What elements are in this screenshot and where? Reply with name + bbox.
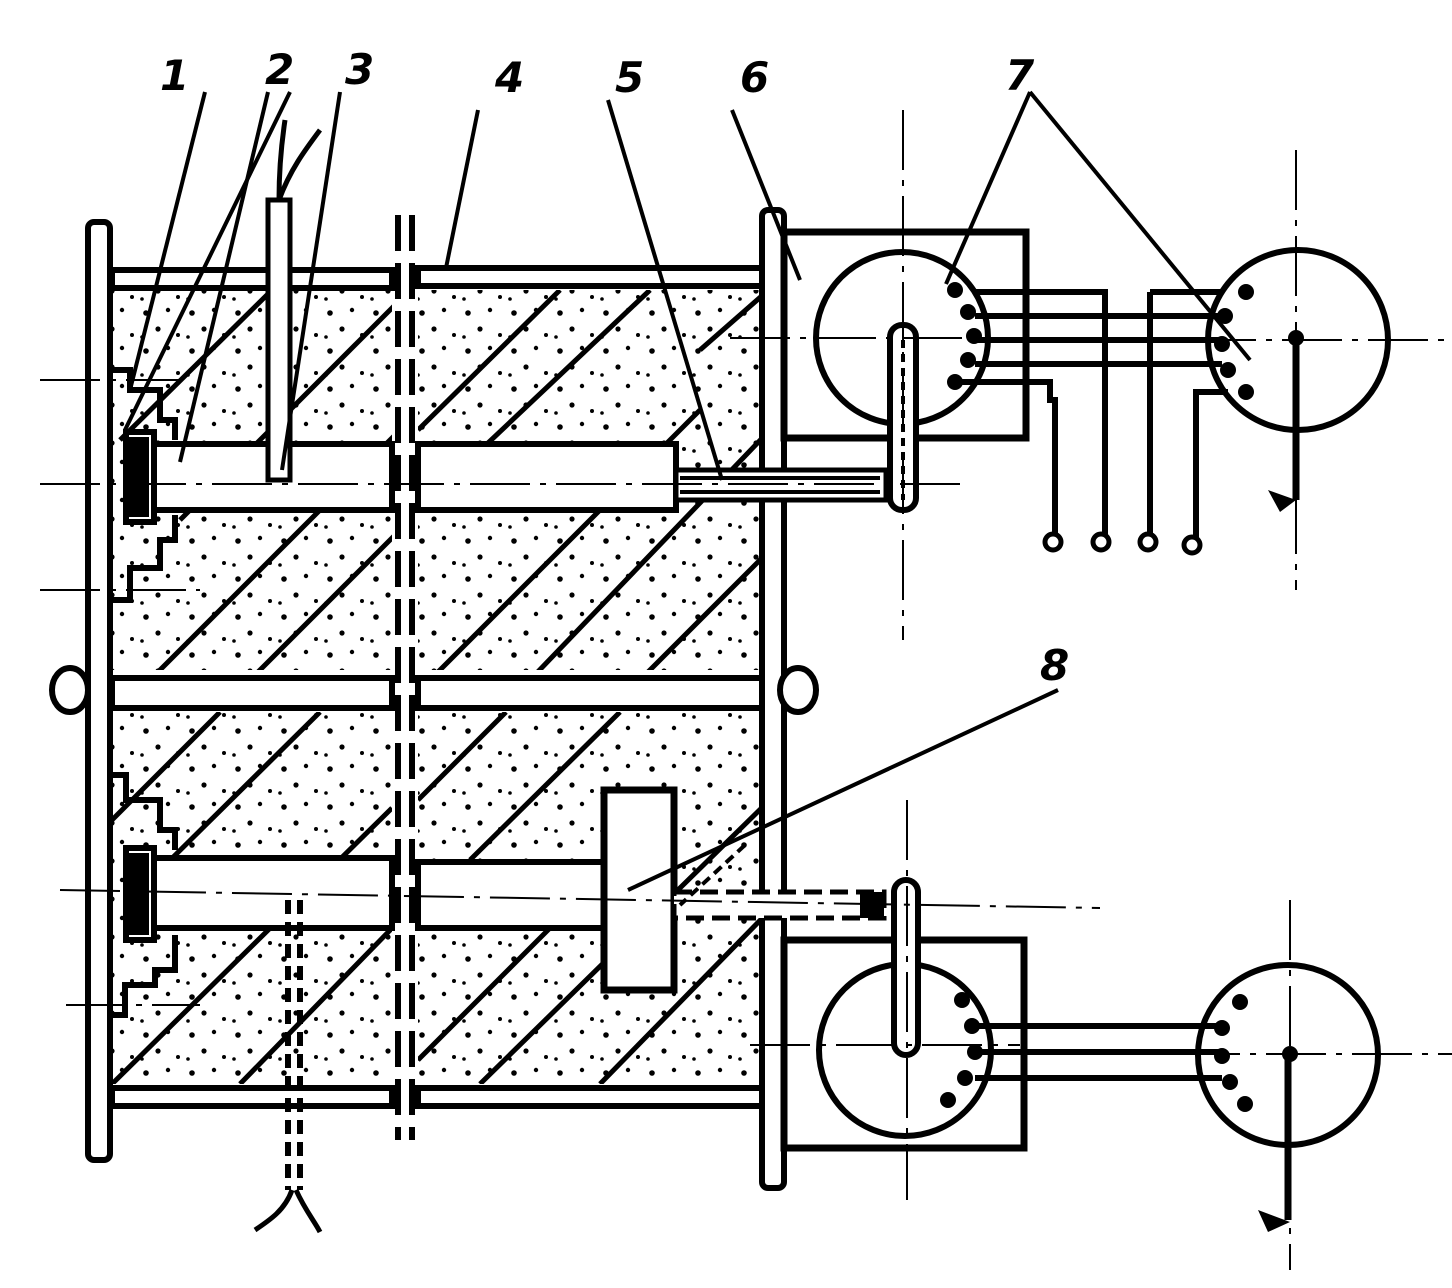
callout-3: 3 <box>345 45 374 94</box>
leader-lines <box>123 90 1252 907</box>
callout-2: 2 <box>265 45 294 94</box>
block-8 <box>600 786 678 994</box>
callout-7: 7 <box>1005 51 1035 100</box>
thermocouple-top <box>265 119 323 483</box>
lower-dial-assembly <box>780 877 1381 1232</box>
callout-1: 1 <box>160 51 189 100</box>
rod-extensions <box>671 467 889 921</box>
vertical-walls <box>49 207 819 1191</box>
callout-labels: 1 2 3 4 5 6 7 8 <box>160 45 1069 690</box>
upper-dial-assembly <box>780 228 1391 556</box>
callout-4: 4 <box>494 53 524 102</box>
center-lines <box>40 110 1452 1270</box>
thermocouple-bottom <box>253 900 323 1234</box>
callout-8: 8 <box>1040 641 1069 690</box>
callout-5: 5 <box>615 53 644 102</box>
left-stepped-caps <box>112 367 178 1018</box>
callout-6: 6 <box>740 53 769 102</box>
